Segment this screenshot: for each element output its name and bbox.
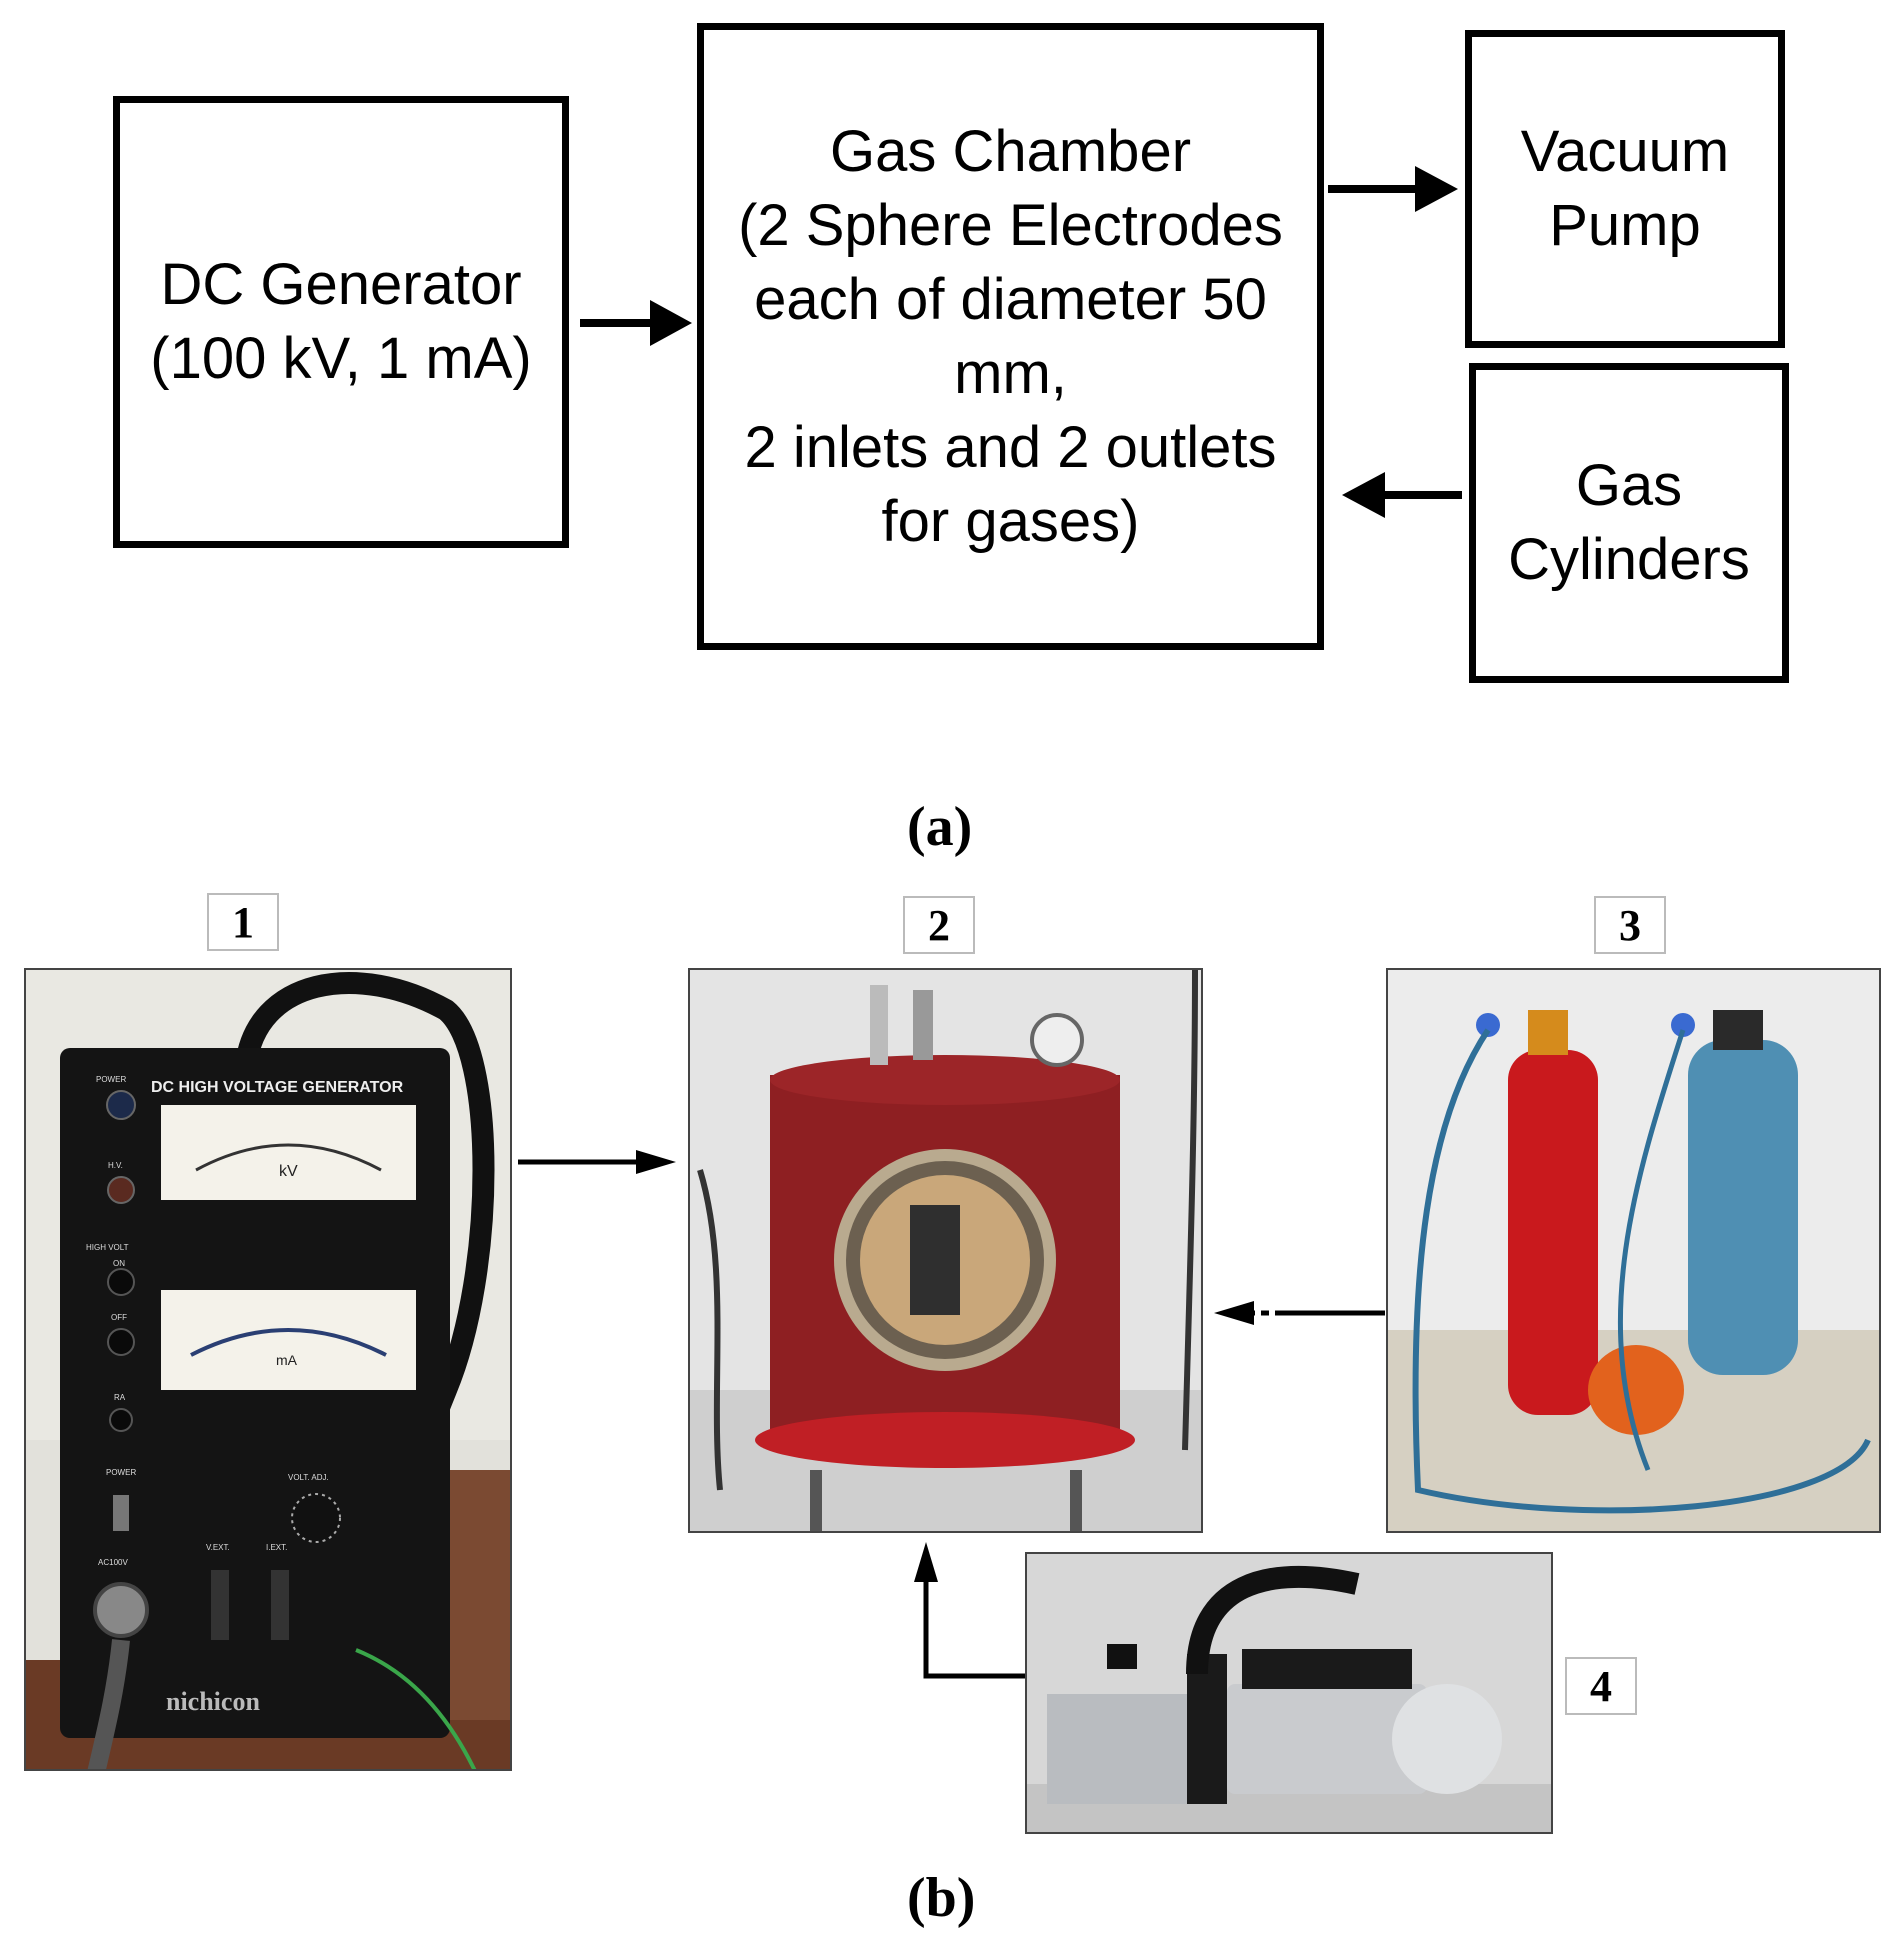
gas-cylinders-box: Gas Cylinders	[1469, 363, 1789, 683]
panel-label-ac100v: AC100V	[98, 1558, 128, 1567]
gas-chamber-line-6: for gases)	[881, 488, 1140, 554]
photo-dc-generator: DC HIGH VOLTAGE GENERATOR kV mA POWER H.…	[24, 968, 512, 1771]
gas-chamber-line-3: each of diameter 50	[754, 266, 1267, 332]
dc-generator-line-1: DC Generator	[160, 252, 522, 317]
gas-cylinders-line-2: Cylinders	[1508, 527, 1750, 592]
panel-label-power: POWER	[96, 1075, 126, 1084]
photo-label-4: 4	[1565, 1657, 1637, 1715]
meter-ma-label: mA	[276, 1352, 298, 1368]
photo-vacuum-pump	[1025, 1552, 1553, 1834]
arrow-photo4-to-photo2	[923, 1578, 1025, 1679]
photo-label-2: 2	[903, 896, 975, 954]
vacuum-pump-box: Vacuum Pump	[1465, 30, 1785, 348]
gas-chamber-box: Gas Chamber (2 Sphere Electrodes each of…	[697, 23, 1324, 650]
vacuum-pump-illustration	[1027, 1554, 1551, 1832]
caption-a: (a)	[907, 796, 973, 858]
arrow-cylinders-to-chamber-head	[1342, 472, 1385, 518]
panel-label-volt-adj: VOLT. ADJ.	[288, 1473, 329, 1482]
panel-label-off: OFF	[111, 1313, 127, 1322]
gas-chamber-illustration	[690, 970, 1201, 1531]
arrow-photo3-to-photo2-head	[1214, 1301, 1254, 1325]
meter-kv-label: kV	[279, 1163, 298, 1180]
photo-label-3: 3	[1594, 896, 1666, 954]
photo-label-1: 1	[207, 893, 279, 951]
dc-generator-illustration: DC HIGH VOLTAGE GENERATOR kV mA POWER H.…	[26, 970, 510, 1769]
photo-gas-chamber	[688, 968, 1203, 1533]
gas-chamber-line-1: Gas Chamber	[829, 118, 1192, 184]
gas-chamber-line-5: 2 inlets and 2 outlets	[744, 414, 1277, 480]
arrow-photo1-to-photo2-head	[636, 1150, 676, 1174]
panel-label-power-2: POWER	[106, 1468, 136, 1477]
arrow-dc-to-chamber-head	[650, 300, 692, 346]
dc-generator-box: DC Generator (100 kV, 1 mA)	[113, 96, 569, 548]
vacuum-pump-line-2: Pump	[1549, 193, 1701, 258]
caption-b: (b)	[907, 1867, 976, 1929]
arrow-chamber-to-vacuum-head	[1415, 166, 1458, 212]
gas-chamber-line-2: (2 Sphere Electrodes	[738, 192, 1283, 258]
dc-generator-line-2: (100 kV, 1 mA)	[150, 326, 532, 391]
gas-cylinders-illustration	[1388, 970, 1879, 1531]
gas-chamber-line-4: mm,	[954, 340, 1067, 406]
panel-label-on: ON	[113, 1259, 125, 1268]
panel-label-v-ext: V.EXT.	[206, 1543, 230, 1552]
panel-label-hv: H.V.	[108, 1161, 123, 1170]
panel-label-i-ext: I.EXT.	[266, 1543, 287, 1552]
generator-brand: nichicon	[166, 1687, 260, 1716]
arrow-photo4-to-photo2-head	[914, 1542, 938, 1582]
generator-title: DC HIGH VOLTAGE GENERATOR	[151, 1079, 404, 1096]
panel-label-high-volt: HIGH VOLT	[86, 1243, 129, 1252]
vacuum-pump-line-1: Vacuum	[1520, 119, 1730, 184]
photo-gas-cylinders	[1386, 968, 1881, 1533]
gas-cylinders-line-1: Gas	[1575, 453, 1683, 518]
panel-label-ra: RA	[114, 1393, 126, 1402]
